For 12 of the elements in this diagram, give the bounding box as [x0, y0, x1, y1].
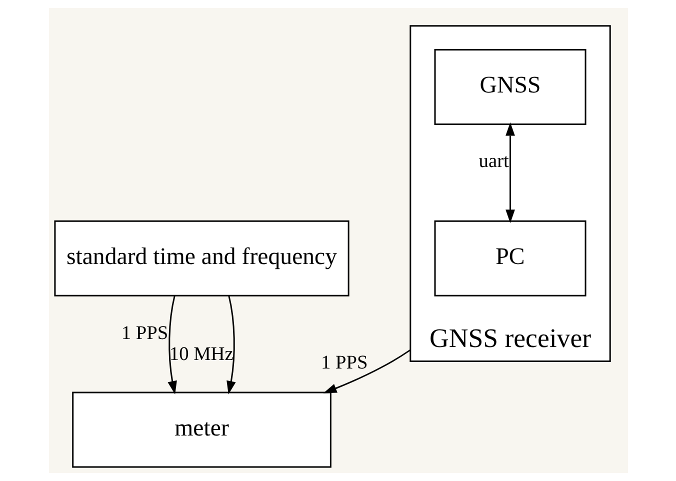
arrow — [226, 296, 236, 394]
edge-label: 10 MHz — [168, 344, 233, 365]
node-box: GNSS — [434, 49, 586, 125]
node-box: standard time and frequency — [54, 220, 349, 296]
arrow — [505, 122, 514, 224]
edge-label: uart — [478, 150, 508, 172]
node-box: meter — [72, 392, 331, 468]
arrow — [322, 349, 410, 394]
edge-label: 1 PPS — [320, 352, 368, 374]
node-box: PC — [434, 220, 586, 296]
arrow — [167, 296, 176, 394]
edge-label: 1 PPS — [120, 323, 168, 344]
